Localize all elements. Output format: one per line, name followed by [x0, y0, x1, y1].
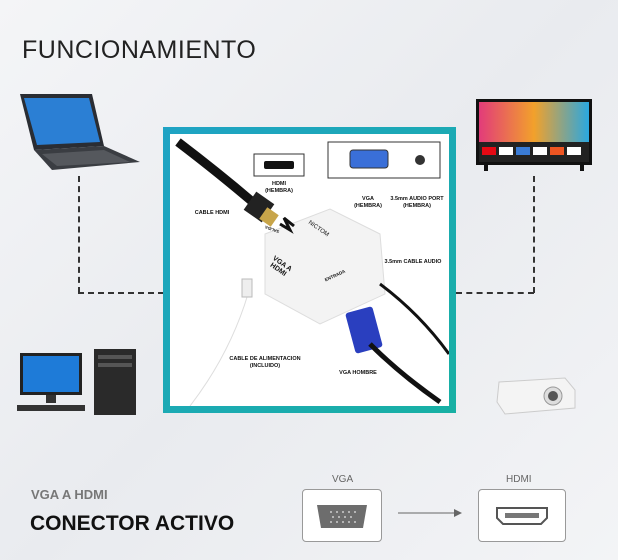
connector-line: [533, 176, 535, 293]
subtitle: VGA A HDMI: [31, 487, 108, 502]
label-cable-hdmi: CABLE HDMI: [194, 210, 230, 216]
label-cable-alimentacion: CABLE DE ALIMENTACION (INCLUIDO): [229, 356, 301, 369]
label-cable-audio: 3.5mm CABLE AUDIO: [384, 259, 442, 265]
vga-port-box: [302, 489, 382, 542]
headline: CONECTOR ACTIVO: [30, 512, 235, 535]
tv-icon: [476, 99, 592, 171]
hdmi-label: HDMI: [506, 474, 532, 485]
connector-line: [456, 292, 534, 294]
label-audio-port: 3.5mm AUDIO PORT (HEMBRA): [390, 196, 444, 209]
label-hdmi-hembra: HDMI (HEMBRA): [265, 181, 293, 194]
page-title: FUNCIONAMIENTO: [22, 36, 257, 64]
hdmi-port-icon: [496, 507, 548, 525]
hdmi-port-box: [478, 489, 566, 542]
label-vga-hembra: VGA (HEMBRA): [354, 196, 382, 209]
connector-line: [78, 292, 164, 294]
arrow-right-icon: [398, 509, 462, 517]
projector-icon: [496, 377, 576, 415]
desktop-computer-icon: [17, 349, 136, 415]
product-diagram: HDMI (HEMBRA) VGA (HEMBRA) 3.5mm AUDIO P…: [163, 127, 456, 413]
adapter-illustration: [175, 138, 449, 406]
laptop-icon: [20, 94, 140, 170]
connector-line: [78, 176, 80, 293]
vga-port-icon: [317, 505, 367, 528]
vga-label: VGA: [332, 474, 354, 485]
label-vga-hombre: VGA HOMBRE: [339, 370, 377, 376]
